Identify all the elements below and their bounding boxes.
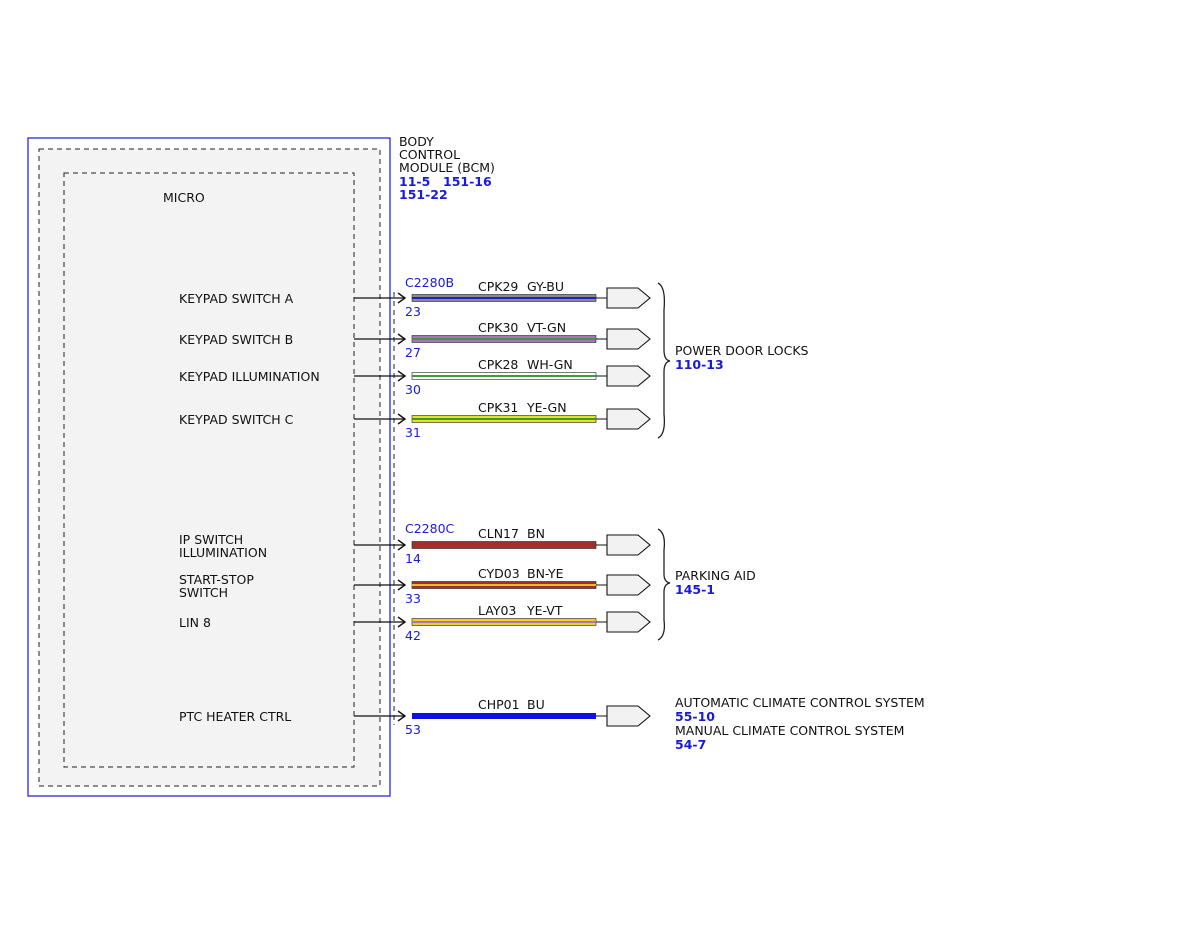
pin-number-cpk29: 23 [405,304,421,319]
circuit-id-cpk28: CPK28 [478,357,518,372]
terminal-arrow-cpk29 [397,292,407,304]
terminal-arrow-cpk28 [397,370,407,382]
pin-number-chp01: 53 [405,722,421,737]
circuit-row-chp01: PTC HEATER CTRL 53 CHP01 BU [179,697,651,737]
circuit-row-cpk28: KEYPAD ILLUMINATION 30 CPK28 WH-GN [179,357,651,397]
plug-connector-cpk29[interactable] [606,287,651,309]
pin-number-cpk28: 30 [405,382,421,397]
plug-connector-cln17[interactable] [606,534,651,556]
circuit-row-lay03: LIN 8 42 LAY03 YE-VT [179,603,651,643]
circuit-id-cln17: CLN17 [478,526,519,541]
circuit-id-lay03: LAY03 [478,603,516,618]
pin-label-cln17-line-1: IP SWITCH [179,532,243,547]
color-code-cyd03: BN-YE [527,566,564,581]
color-code-cpk31: YE-GN [526,400,567,415]
parking-aid-brace [657,528,671,641]
connector-label-c2280c: C2280C [405,521,455,536]
pin-label-cpk31: KEYPAD SWITCH C [179,412,294,427]
circuit-id-cpk29: CPK29 [478,279,518,294]
terminal-arrow-cpk31 [397,413,407,425]
terminal-arrow-chp01 [397,710,407,722]
destination-parking-aid: PARKING AID [675,568,756,583]
connector-label-c2280b: C2280B [405,275,454,290]
circuit-id-cpk31: CPK31 [478,400,518,415]
terminal-arrow-lay03 [397,616,407,628]
module-name-line-2: CONTROL [399,147,460,162]
plug-connector-cyd03[interactable] [606,574,651,596]
destination-automatic-climate: AUTOMATIC CLIMATE CONTROL SYSTEM [675,695,925,710]
pin-label-cyd03-line-2: SWITCH [179,585,228,600]
circuit-row-cpk29: KEYPAD SWITCH A 23 CPK29 GY-BU [179,279,651,319]
pin-label-cpk28: KEYPAD ILLUMINATION [179,369,320,384]
destination-ref-manual-climate[interactable]: 54-7 [675,737,706,752]
module-name-line-3: MODULE (BCM) [399,160,495,175]
destination-ref-power-door-locks[interactable]: 110-13 [675,357,724,372]
color-code-cpk28: WH-GN [527,357,573,372]
wire-cln17 [411,541,597,549]
terminal-arrow-cln17 [397,539,407,551]
destination-ref-automatic-climate[interactable]: 55-10 [675,709,715,724]
plug-connector-cpk28[interactable] [606,365,651,387]
destination-manual-climate: MANUAL CLIMATE CONTROL SYSTEM [675,723,904,738]
color-code-cln17: BN [527,526,545,541]
circuit-id-cpk30: CPK30 [478,320,518,335]
pin-label-chp01: PTC HEATER CTRL [179,709,291,724]
circuit-id-cyd03: CYD03 [478,566,520,581]
destination-ref-parking-aid[interactable]: 145-1 [675,582,715,597]
pin-number-cpk31: 31 [405,425,421,440]
pin-label-cyd03-line-1: START-STOP [179,572,254,587]
plug-connector-lay03[interactable] [606,611,651,633]
pin-label-lay03: LIN 8 [179,615,211,630]
module-ref-2[interactable]: 151-16 [443,174,492,189]
module-ref-1[interactable]: 11-5 [399,174,430,189]
color-code-cpk30: VT-GN [527,320,566,335]
circuit-id-chp01: CHP01 [478,697,520,712]
terminal-arrow-cpk30 [397,333,407,345]
pin-number-lay03: 42 [405,628,421,643]
module-name-line-1: BODY [399,134,434,149]
circuit-row-cpk30: KEYPAD SWITCH B 27 CPK30 VT-GN [179,320,651,360]
color-code-lay03: YE-VT [526,603,563,618]
color-code-cpk29: GY-BU [527,279,564,294]
terminal-arrow-cyd03 [397,579,407,591]
pin-label-cpk30: KEYPAD SWITCH B [179,332,293,347]
plug-connector-cpk30[interactable] [606,328,651,350]
pin-number-cpk30: 27 [405,345,421,360]
pin-label-cln17-line-2: ILLUMINATION [179,545,267,560]
wire-chp01 [412,713,596,719]
micro-dashed-box [63,172,355,768]
power-door-locks-brace [657,282,671,439]
micro-label: MICRO [163,190,205,205]
color-code-chp01: BU [527,697,545,712]
plug-connector-cpk31[interactable] [606,408,651,430]
circuit-row-cpk31: KEYPAD SWITCH C 31 CPK31 YE-GN [179,400,651,440]
module-ref-3[interactable]: 151-22 [399,187,448,202]
plug-connector-chp01[interactable] [606,705,651,727]
destination-power-door-locks: POWER DOOR LOCKS [675,343,809,358]
pin-label-cpk29: KEYPAD SWITCH A [179,291,294,306]
pin-number-cln17: 14 [405,551,421,566]
pin-number-cyd03: 33 [405,591,421,606]
